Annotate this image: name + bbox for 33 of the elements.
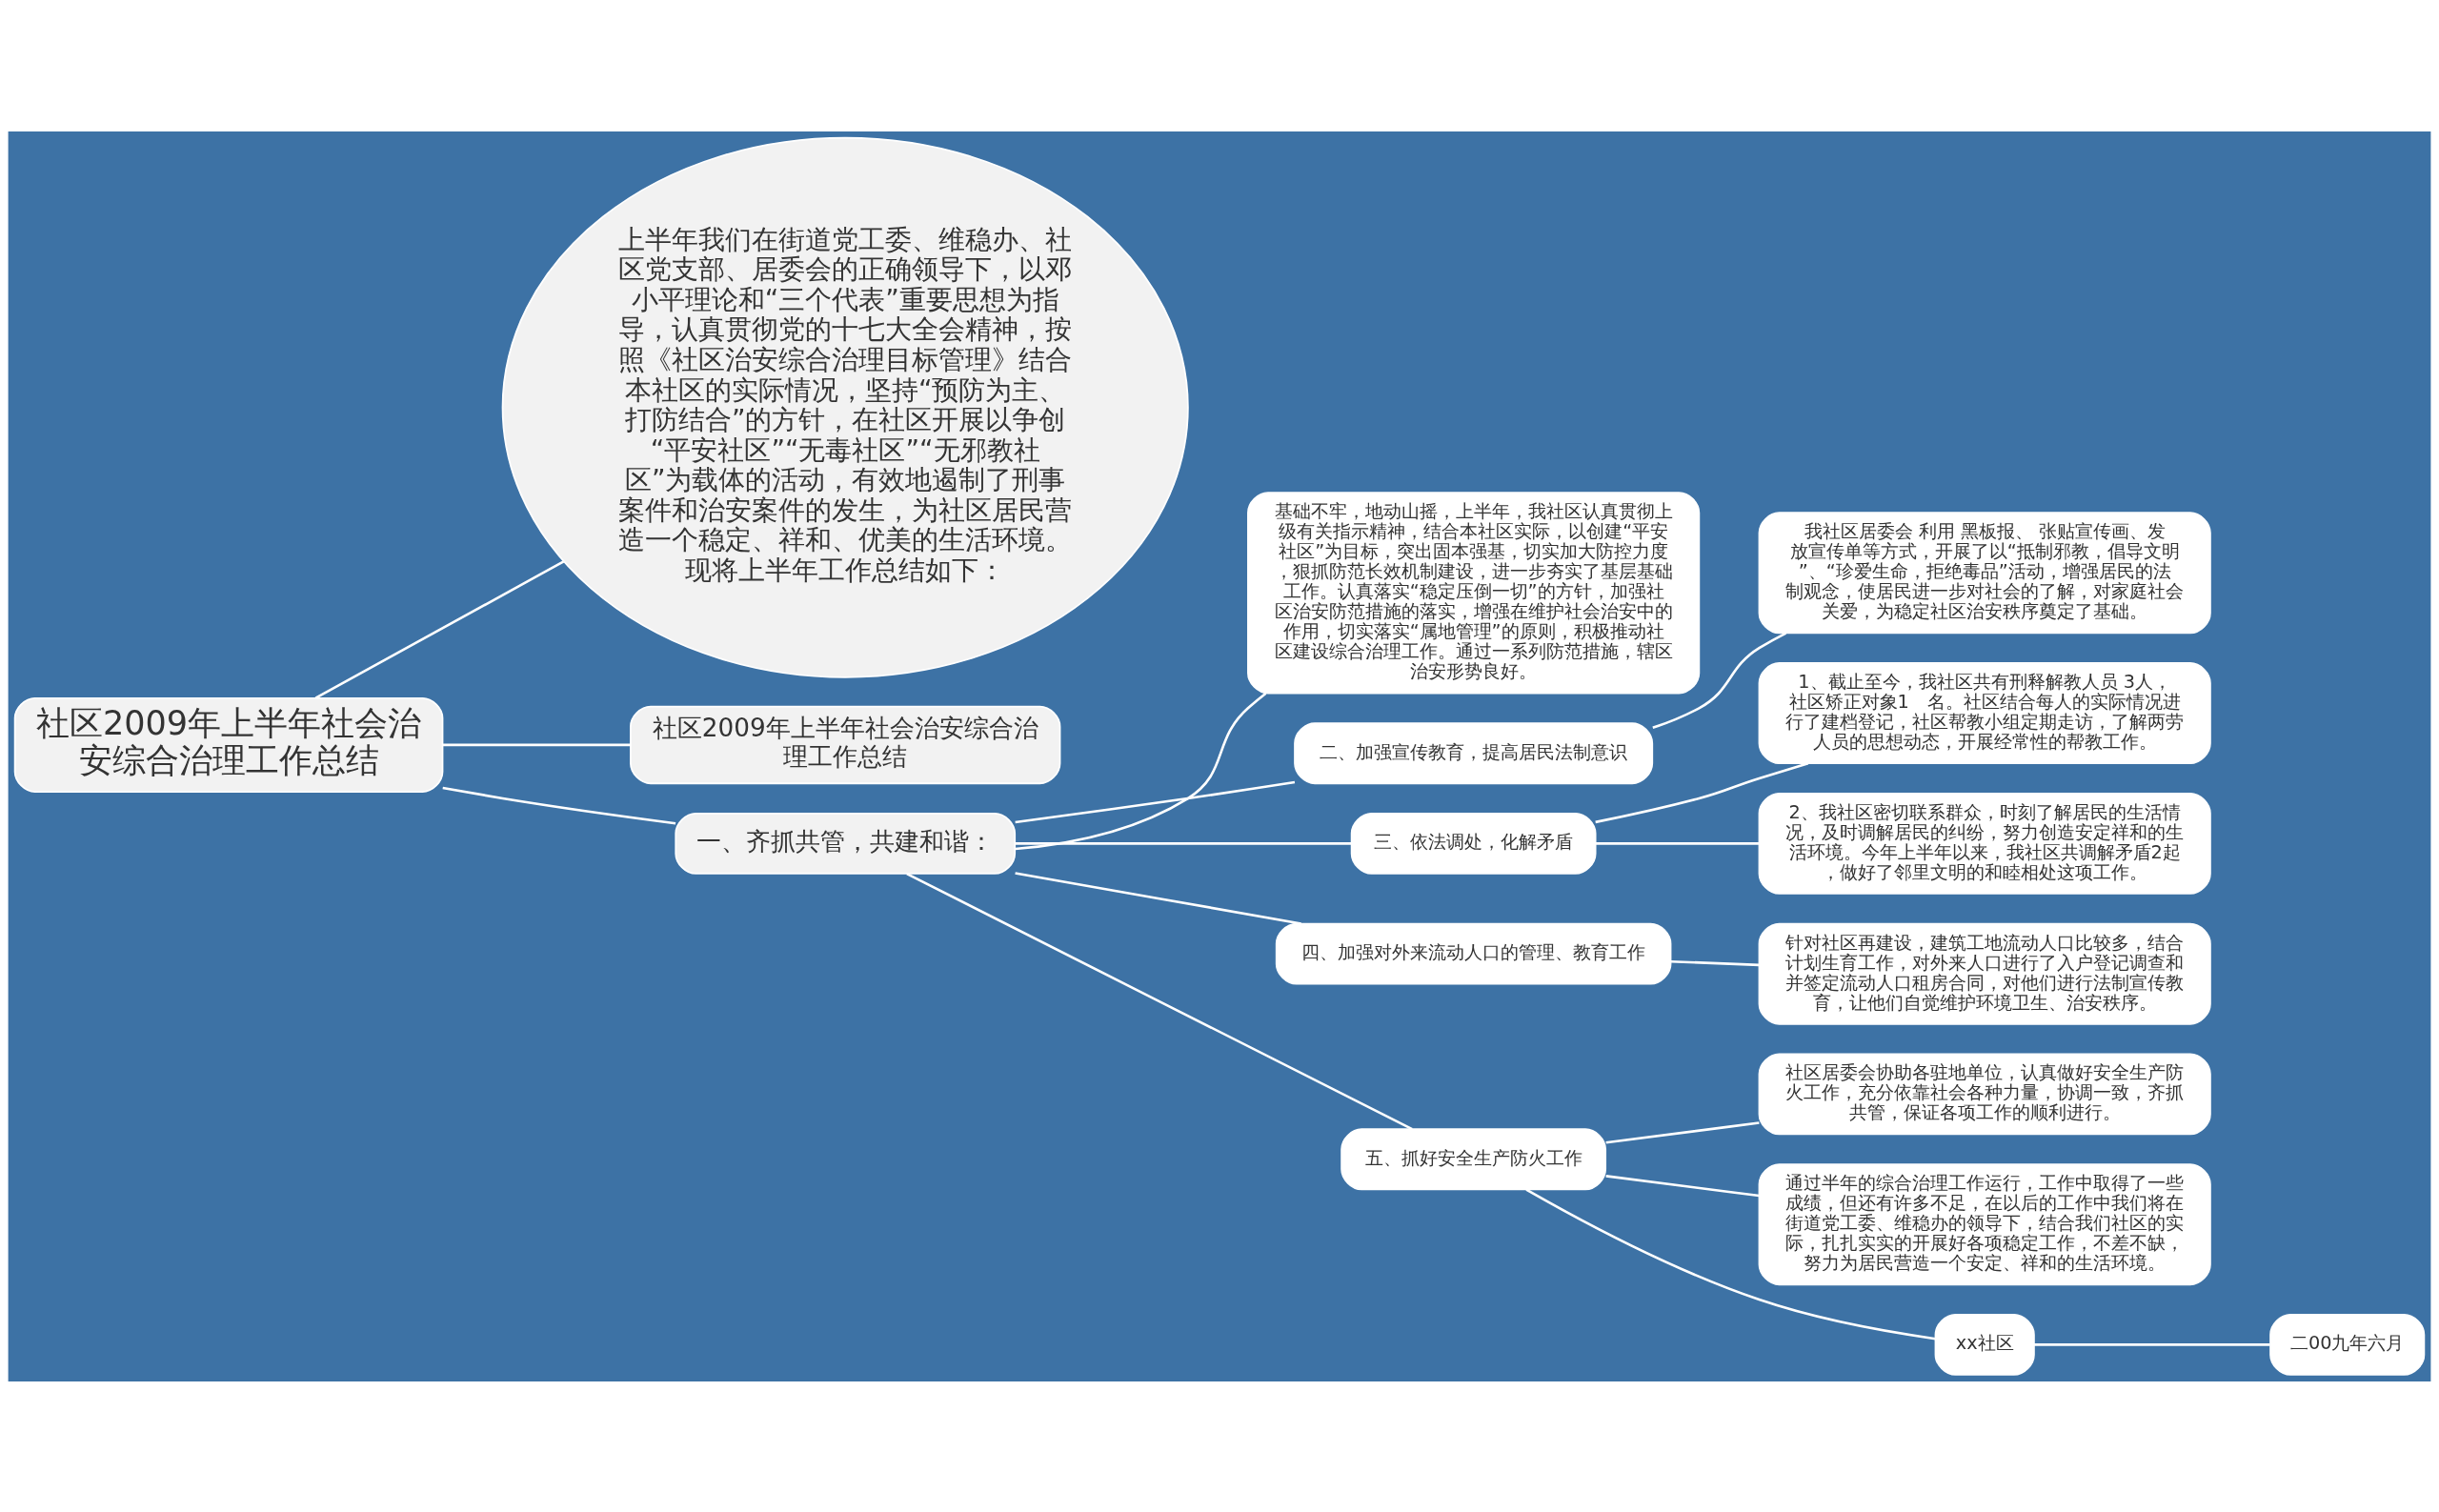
node-box: 四、加强对外来流动人口的管理、教育工作 xyxy=(1275,922,1672,985)
node-ellipse: 上半年我们在街道党工委、维稳办、社区党支部、居委会的正确领导下，以邓小平理论和“三个代表”重要思想为指导，认真贯彻党的十七大全会精神，按照《社区治安综合治理目标管理》结合本社区的实际情况，坚持“预防为主、打防结合”的方针，在社区开展以争创“平安社区”“无毒社区”“无邪教社区”为载体的活动，有效地遏制了刑事案件和治安案件的发生，为社区居民营造一个稳定、祥和、优美的生活环境。现将上半年工作总结如下： xyxy=(501,136,1189,678)
connector xyxy=(1595,761,1809,823)
node-box: 社区2009年上半年社会治安综合治理工作总结 xyxy=(630,705,1061,784)
connector xyxy=(2034,1342,2270,1346)
node-box: 二00九年六月 xyxy=(2269,1313,2426,1376)
node-box: 五、抓好安全生产防火工作 xyxy=(1340,1127,1607,1190)
connector xyxy=(442,743,631,746)
connector xyxy=(314,559,565,699)
connector xyxy=(1015,871,1301,925)
connector xyxy=(1670,959,1760,966)
connector xyxy=(1525,1188,1936,1340)
connector xyxy=(442,786,676,825)
connector xyxy=(1015,692,1267,850)
node-box: 2、我社区密切联系群众，时刻了解居民的生活情况，及时调解居民的纠纷，努力创造安定祥和的生活环境。今年上半年以来，我社区共调解矛盾2起，做好了邻里文明的和睦相处这项工作。 xyxy=(1758,792,2211,895)
connector xyxy=(1605,1120,1760,1143)
connector xyxy=(1595,841,1760,845)
node-box: 基础不牢，地动山摇，上半年，我社区认真贯彻上级有关指示精神，结合本社区实际，以创建“平安社区”为目标，突出固本强基，切实加大防控力度，狠抓防范长效机制建设，进一步夯实了基层基础工作。认真落实“稳定压倒一切”的方针，加强社区治安防范措施的落实，增强在维护社会治安中的作用，切实落实“属地管理”的原则，积极推动社区建设综合治理工作。通过一系列防范措施，辖区治安形势良好。 xyxy=(1247,491,1701,694)
node-box: 针对社区再建设，建筑工地流动人口比较多，结合计划生育工作，对外来人口进行了入户登记调查和并签定流动人口租房合同，对他们进行法制宣传教育，让他们自觉维护环境卫生、治安秩序。 xyxy=(1758,922,2211,1025)
connector xyxy=(1605,1174,1760,1197)
node-box: 我社区居委会 利用 黑板报、 张贴宣传画、发放宣传单等方式，开展了以“抵制邪教，倡导文明”、“珍爱生命，拒绝毒品”活动，增强居民的法制观念，使居民进一步对社会的了解，对家庭社会关爱，为稳定社区治安秩序奠定了基础。 xyxy=(1758,511,2211,634)
node-box: 三、依法调处，化解矛盾 xyxy=(1350,812,1597,875)
connector xyxy=(1015,841,1352,845)
node-box: 二、加强宣传教育，提高居民法制意识 xyxy=(1294,721,1654,784)
node-box: 社区居委会协助各驻地单位，认真做好安全生产防火工作，充分依靠社会各种力量，协调一致，齐抓共管，保证各项工作的顺利进行。 xyxy=(1758,1052,2211,1135)
node-box: 通过半年的综合治理工作运行，工作中取得了一些成绩，但还有许多不足，在以后的工作中我们将在街道党工委、维稳办的领导下，结合我们社区的实际，扎扎实实的开展好各项稳定工作，不差不缺，努力为居民营造一个安定、祥和的生活环境。 xyxy=(1758,1162,2211,1285)
connector xyxy=(1015,780,1296,823)
node-box: 社区2009年上半年社会治安综合治理工作总结 xyxy=(13,696,444,793)
connector xyxy=(906,872,1413,1130)
node-box: 一、齐抓共管，共建和谐： xyxy=(675,812,1017,875)
node-box: xx社区 xyxy=(1934,1313,2035,1376)
connector xyxy=(1652,631,1787,729)
node-box: 1、截止至今，我社区共有刑释解教人员 3人，社区矫正对象1 名。社区结合每人的实际情况进行了建档登记，社区帮教小组定期走访，了解两劳人员的思想动态，开展经常性的帮教工作。 xyxy=(1758,661,2211,764)
